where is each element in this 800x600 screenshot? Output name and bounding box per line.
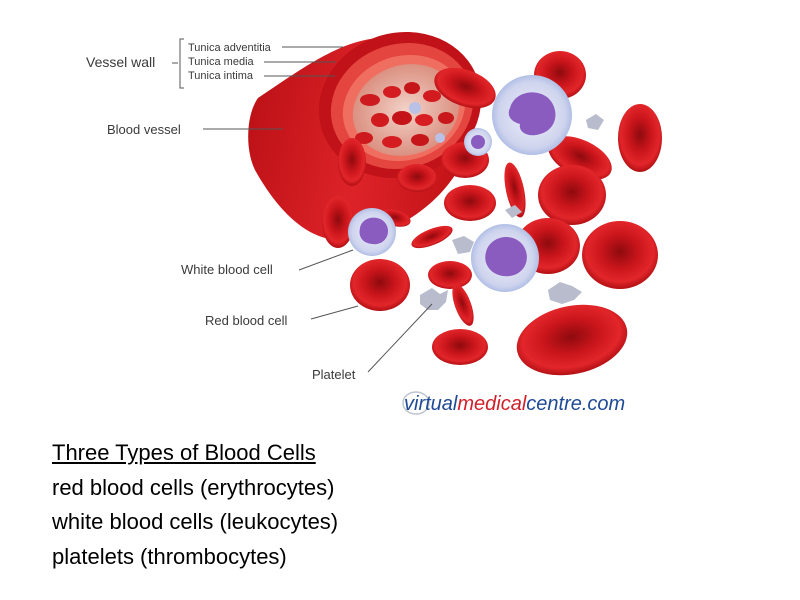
red-blood-cells bbox=[322, 51, 662, 376]
red-blood-cell bbox=[397, 164, 437, 192]
white-blood-cell bbox=[471, 224, 539, 292]
red-blood-cell bbox=[411, 225, 453, 249]
white-blood-cell-label: White blood cell bbox=[181, 262, 273, 277]
logo-text-medical: medical bbox=[457, 393, 526, 415]
red-blood-cell bbox=[582, 221, 658, 289]
white-blood-cell bbox=[492, 75, 572, 155]
red-blood-cell bbox=[516, 304, 628, 376]
caption-block: Three Types of Blood Cells red blood cel… bbox=[52, 436, 338, 574]
tunica-adventitia-label: Tunica adventitia bbox=[188, 42, 272, 54]
tunica-intima-label: Tunica intima bbox=[188, 70, 254, 82]
blood-vessel bbox=[248, 31, 482, 241]
vessel-wall-label: Vessel wall bbox=[86, 54, 155, 70]
platelet bbox=[586, 114, 604, 130]
white-blood-cell bbox=[348, 208, 396, 256]
red-blood-cell bbox=[452, 284, 474, 326]
white-blood-cell bbox=[464, 128, 492, 156]
platelet bbox=[452, 236, 474, 254]
red-blood-cell bbox=[444, 185, 496, 221]
red-blood-cell bbox=[322, 196, 354, 248]
red-blood-cell bbox=[538, 165, 606, 225]
red-blood-cell bbox=[432, 329, 488, 365]
caption-line-red-blood-cells: red blood cells (erythrocytes) bbox=[52, 474, 335, 500]
logo-text-virtual: virtual bbox=[404, 393, 458, 415]
red-blood-cell bbox=[350, 259, 410, 311]
blood-cells-illustration: Vessel wall Tunica adventitia Tunica med… bbox=[86, 31, 662, 415]
platelet bbox=[505, 205, 522, 218]
platelets bbox=[420, 114, 604, 310]
caption-line-white-blood-cells: white blood cells (leukocytes) bbox=[52, 509, 339, 534]
blood-vessel-label: Blood vessel bbox=[107, 122, 181, 137]
caption-line-platelets: platelets (thrombocytes) bbox=[52, 543, 287, 569]
platelet bbox=[548, 282, 582, 304]
platelet bbox=[420, 288, 448, 310]
tunica-media-label: Tunica media bbox=[188, 56, 255, 68]
red-blood-cell-label: Red blood cell bbox=[205, 313, 287, 328]
platelet-label: Platelet bbox=[312, 367, 356, 382]
logo-text-centre: centre.com bbox=[526, 393, 625, 415]
red-blood-cell bbox=[618, 104, 662, 172]
vessel-lumen-cells bbox=[355, 82, 454, 148]
red-blood-cell bbox=[504, 162, 526, 218]
caption-heading: Three Types of Blood Cells bbox=[52, 440, 316, 465]
red-blood-cell bbox=[434, 67, 496, 109]
red-blood-cell bbox=[338, 138, 366, 186]
svg-text:virtualmedicalcentre.com: virtualmedicalcentre.com bbox=[404, 393, 625, 415]
red-blood-cell bbox=[428, 261, 472, 289]
white-blood-cells bbox=[348, 75, 572, 292]
virtualmedicalcentre-logo: virtualmedicalcentre.com bbox=[402, 391, 625, 415]
vessel-wall-label-group: Vessel wall Tunica adventitia Tunica med… bbox=[86, 38, 343, 89]
